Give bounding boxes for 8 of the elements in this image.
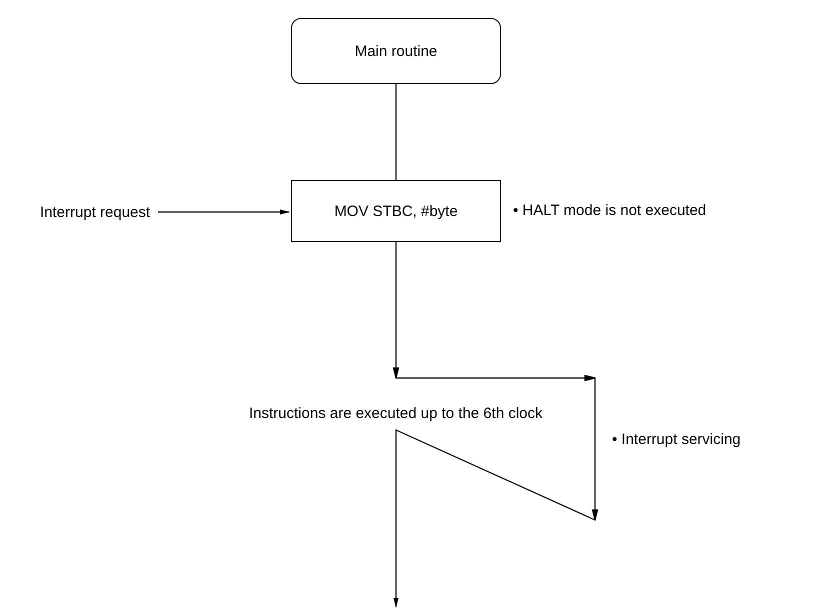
note-text: • Interrupt servicing [612, 431, 741, 448]
arrow [158, 210, 290, 214]
connector-line [395, 84, 397, 180]
process-box [291, 18, 501, 84]
node-label: Main routine [354, 42, 438, 60]
process-box [291, 180, 501, 242]
node-label: MOV STBC, #byte [334, 202, 458, 220]
edge-label: Instructions are executed up to the 6th clock [249, 404, 543, 422]
